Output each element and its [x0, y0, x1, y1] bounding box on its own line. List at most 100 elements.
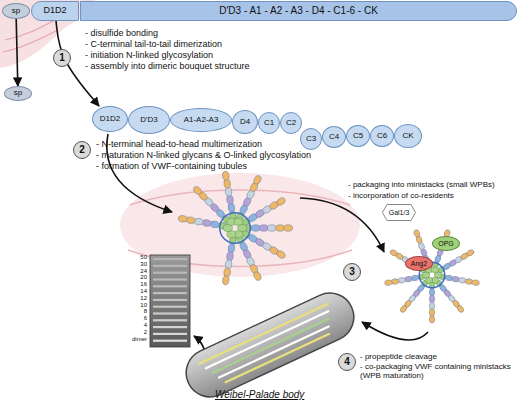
domain-box: C5 — [346, 125, 370, 147]
domain-box: Ang2 — [405, 256, 433, 271]
vwf-tubule — [212, 319, 328, 373]
domain-box: sp — [2, 3, 30, 19]
node-text: C4 — [329, 133, 339, 141]
domain-box: D1D2 — [31, 1, 79, 21]
node-text: C3 — [306, 135, 316, 143]
step-arrow — [300, 198, 384, 252]
gel-marker: 24 — [120, 268, 147, 274]
step-note: - incorporation of co-residents — [348, 191, 454, 200]
node-text: C2 — [286, 119, 296, 127]
gel-marker: 10 — [120, 302, 147, 308]
gel-band — [153, 272, 187, 274]
gel-marker: 50 — [120, 254, 147, 260]
gel-band — [153, 265, 187, 267]
step-note: - formation of VWF-containing tubules — [96, 161, 247, 171]
domain-bead — [251, 225, 260, 231]
gel-band — [153, 326, 187, 328]
domain-bead — [429, 289, 434, 297]
domain-bead — [178, 215, 188, 223]
domain-box: C3 — [300, 128, 322, 150]
er-fold — [5, 20, 55, 40]
node-text: CK — [402, 132, 413, 140]
node-text: C5 — [353, 132, 363, 140]
core-ring — [220, 213, 251, 244]
domain-bead — [192, 185, 203, 196]
er-fold — [3, 30, 58, 52]
multimer-gel — [150, 255, 190, 347]
step-note: - initiation N-linked glycosylation — [85, 50, 213, 60]
domain-bead — [284, 225, 293, 231]
step-number: 2 — [73, 141, 91, 159]
node-text: D'D3 - A1 - A2 - A3 - D4 - C1-6 - CK — [219, 6, 378, 17]
step-number: 1 — [53, 49, 71, 67]
vwf-tubule — [199, 304, 328, 364]
domain-bead — [384, 279, 392, 286]
domain-bead — [267, 225, 276, 231]
step-number: 4 — [338, 353, 356, 371]
step-note: - co-packaging VWF containing ministacks… — [360, 362, 516, 380]
step-note: - N-terminal head-to-head multimerizatio… — [96, 139, 262, 149]
core-bead — [234, 218, 243, 225]
domain-box: D'D3 — [128, 106, 170, 134]
domain-bead — [259, 225, 268, 231]
domain-box: A1-A2-A3 — [170, 108, 232, 132]
node-text: D1D2 — [100, 115, 120, 123]
domain-box: sp — [4, 86, 32, 101]
gel-band — [153, 319, 187, 321]
domain-bead — [275, 196, 286, 206]
gel-band — [153, 258, 187, 260]
node-text: C6 — [377, 132, 387, 140]
domain-bead — [253, 174, 263, 185]
domain-bead — [275, 249, 286, 259]
domain-bead — [222, 171, 230, 181]
gel-band — [153, 285, 187, 287]
vwf-tubule — [219, 326, 329, 377]
hexagon-shape — [383, 205, 416, 221]
step-arrow — [362, 322, 428, 340]
gel-lane — [150, 255, 190, 347]
node-text: 4 — [344, 357, 350, 368]
node-text: C1 — [264, 119, 274, 127]
gel-band — [153, 312, 187, 314]
step-number: 3 — [343, 263, 361, 281]
domain-bead — [413, 229, 421, 238]
gel-marker: 6 — [120, 315, 147, 321]
domain-bead — [399, 304, 408, 313]
domain-bead — [253, 271, 263, 282]
node-text: 1 — [59, 53, 65, 64]
domain-box: D1D2 — [92, 106, 128, 132]
node-text: 2 — [79, 145, 85, 156]
gel-band — [153, 333, 187, 335]
node-text: A1-A2-A3 — [184, 116, 219, 124]
domain-box: D4 — [232, 110, 258, 134]
domain-bead — [389, 249, 398, 257]
step-note: - assembly into dimeric bouquet structur… — [85, 61, 250, 71]
node-text: 3 — [349, 267, 355, 278]
vwf-tubule — [226, 334, 329, 382]
domain-box: C6 — [370, 125, 394, 147]
gel-marker: 14 — [120, 288, 147, 294]
gel-marker: 8 — [120, 308, 147, 314]
gel-marker: dimer — [120, 336, 147, 342]
gel-band — [153, 299, 187, 301]
lectin-hexagon: Gal1/3 — [382, 204, 416, 221]
domain-box: C1 — [258, 112, 280, 134]
organelle-name: Weibel-Palade body — [215, 389, 304, 401]
vwf-tubule — [206, 311, 328, 368]
weibel-palade-body — [178, 285, 361, 405]
step-note: - disulfide bonding — [85, 28, 158, 38]
vwf-ministack — [384, 229, 479, 323]
step-note: - packaging into ministacks (small WPBs) — [348, 180, 495, 189]
node-text: D'D3 — [140, 116, 158, 124]
domain-bead — [466, 249, 475, 257]
gel-band — [153, 340, 187, 342]
vwf-multimer — [178, 171, 293, 286]
step-note: - maturation N-linked glycans & O-linked… — [96, 150, 311, 160]
wpb-membrane — [178, 285, 361, 405]
gel-band — [153, 306, 187, 308]
golgi-cisterna — [130, 190, 350, 205]
gel-marker: 30 — [120, 261, 147, 267]
domain-bead — [429, 316, 434, 324]
